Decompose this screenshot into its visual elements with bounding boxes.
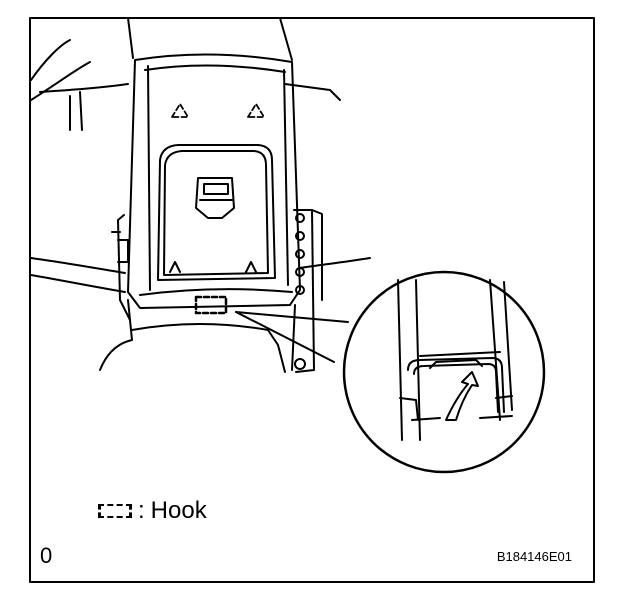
dashboard-lines [30,39,371,293]
hook-symbol-icon [98,504,132,518]
latch [195,177,235,219]
diagram-frame [29,17,595,583]
step-number: 0 [40,543,53,568]
hook-location [194,295,228,315]
console-box [127,53,301,315]
console-base [99,299,296,373]
callout-detail [342,270,546,474]
recycle-mark-right [247,103,265,118]
legend-separator: : [138,497,145,524]
console-tunnel [127,17,293,61]
figure-code: B184146E01 [496,549,572,564]
legend-label: Hook [150,497,207,524]
left-clips [111,214,131,321]
hook-legend: : Hook [98,497,207,525]
recycle-mark-left [171,103,189,118]
right-rail [293,209,323,373]
tray-opening [157,144,276,281]
release-arrow-icon [445,371,479,421]
callout-leader [235,311,349,363]
